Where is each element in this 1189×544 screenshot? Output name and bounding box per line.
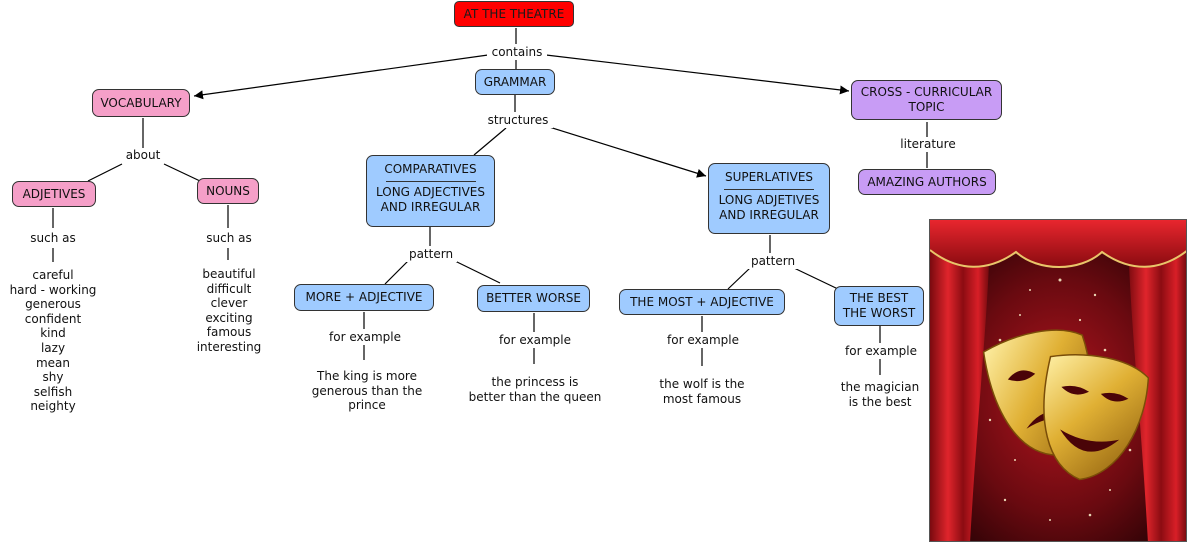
list-item: generous than the [311,383,423,398]
comparatives-divider [385,181,476,182]
cross-curricular-line-2: TOPIC [908,100,945,114]
node-the-best-the-worst[interactable]: THE BEST THE WORST [834,286,924,326]
node-adjetives[interactable]: ADJETIVES [12,181,96,207]
link-label-contains: contains [487,45,547,60]
list-item: The king is more [317,369,417,383]
list-item: beautiful [202,267,256,281]
list-item: the wolf is the [659,377,745,391]
list-item: interesting [196,339,262,354]
adjetives-label: ADJETIVES [22,186,86,201]
grammar-label: GRAMMAR [483,74,547,89]
list-item: the princess is [491,375,579,389]
list-item: confident [24,311,82,326]
the-best-label-line-2: THE WORST [842,306,916,320]
theatre-masks-curtain-icon [929,219,1187,542]
node-nouns[interactable]: NOUNS [197,178,259,204]
list-item: shy [42,370,64,385]
node-superlatives[interactable]: SUPERLATIVES LONG ADJETIVES AND IRREGULA… [708,163,830,234]
list-item: mean [35,355,71,370]
list-item: careful [32,268,74,282]
node-grammar[interactable]: GRAMMAR [475,69,555,95]
superlatives-sub-line-1: LONG ADJETIVES [718,193,820,207]
superlatives-divider [724,189,814,190]
list-item: hard - working [9,282,97,297]
list-item: famous [206,325,252,340]
root-node-at-the-theatre[interactable]: AT THE THEATRE [454,1,574,27]
superlatives-sub-line-2: AND IRREGULAR [719,208,819,222]
list-item: kind [40,326,66,341]
list-item: lazy [40,340,66,355]
better-worse-label: BETTER WORSE [486,291,581,305]
more-plus-adjective-label: MORE + ADJECTIVE [305,290,423,304]
node-cross-curricular-topic[interactable]: CROSS - CURRICULAR TOPIC [851,80,1002,120]
comparatives-sub-line-2: AND IRREGULAR [380,200,481,214]
node-amazing-authors[interactable]: AMAZING AUTHORS [858,169,996,195]
node-better-worse[interactable]: BETTER WORSE [477,285,590,312]
node-vocabulary[interactable]: VOCABULARY [92,89,190,117]
list-item: most famous [662,391,742,406]
link-label-for-example-better: for example [494,333,576,348]
nouns-label: NOUNS [206,183,250,198]
comparatives-title: COMPARATIVES [384,162,477,176]
comparatives-sub-line-1: LONG ADJECTIVES [375,185,486,199]
list-item: generous [25,297,81,312]
link-label-literature: literature [893,137,963,152]
list-item: exciting [205,310,253,325]
list-item: clever [210,296,248,311]
list-item: prince [348,398,386,413]
link-label-pattern-comparatives: pattern [405,247,457,262]
link-label-for-example-more: for example [324,330,406,345]
cross-curricular-line-1: CROSS - CURRICULAR [860,85,993,99]
link-label-pattern-superlatives: pattern [747,254,799,269]
the-best-label-line-1: THE BEST [849,291,909,305]
list-item: selfish [33,384,73,399]
vocabulary-label: VOCABULARY [100,95,182,110]
node-more-plus-adjective[interactable]: MORE + ADJECTIVE [294,284,434,311]
list-item: neighty [30,399,76,414]
link-label-such-as-nouns: such as [199,231,259,246]
node-the-most-plus-adjective[interactable]: THE MOST + ADJECTIVE [619,289,785,315]
link-label-for-example-best: for example [840,344,922,359]
superlatives-title: SUPERLATIVES [724,170,814,184]
list-item: difficult [206,281,252,296]
link-label-such-as-adjetives: such as [23,231,83,246]
root-label: AT THE THEATRE [463,6,565,21]
list-item: the magician [840,380,920,394]
the-most-plus-adjective-label: THE MOST + ADJECTIVE [630,294,774,309]
list-item: is the best [848,394,912,409]
link-label-about: about [120,148,166,163]
list-item: better than the queen [468,389,602,404]
link-label-for-example-most: for example [662,333,744,348]
amazing-authors-label: AMAZING AUTHORS [867,174,987,189]
node-comparatives[interactable]: COMPARATIVES LONG ADJECTIVES AND IRREGUL… [366,155,495,227]
link-label-structures: structures [483,113,553,128]
